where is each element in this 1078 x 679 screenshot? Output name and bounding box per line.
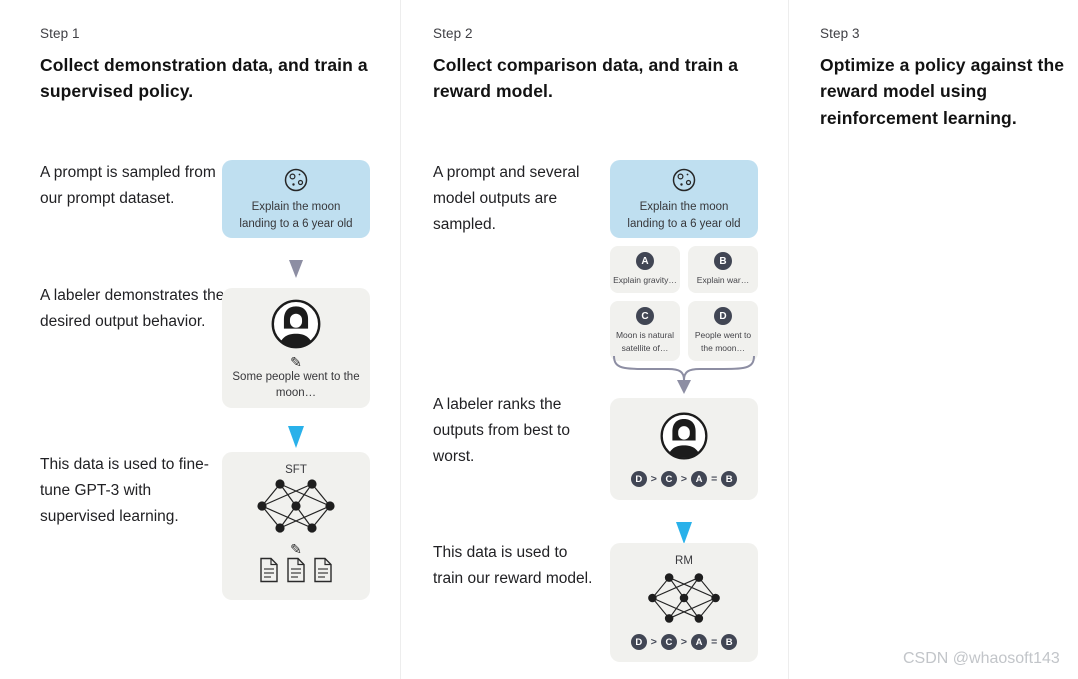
output-card-c: C Moon is natural satellite of… — [610, 301, 680, 361]
labeler-demo-box: ✎ Some people went to the moon… — [222, 288, 370, 408]
rank-badge: A — [691, 634, 708, 650]
output-card-d: D People went to the moon… — [688, 301, 758, 361]
rank-badge: C — [660, 471, 677, 487]
rank-separator: = — [711, 636, 718, 648]
output-caption: Explain gravity… — [613, 275, 677, 285]
rank-badge: B — [721, 634, 738, 650]
output-letter-badge: B — [714, 252, 732, 270]
step2-title: Collect comparison data, and train a rew… — [433, 55, 739, 102]
step3-title: Optimize a policy against the reward mod… — [820, 55, 1065, 128]
pencil-icon: ✎ — [290, 354, 302, 370]
blue-down-arrow-icon — [288, 426, 304, 453]
rank-badge: C — [660, 634, 677, 650]
step1-title: Collect demonstration data, and train a … — [40, 55, 368, 102]
column-divider — [400, 0, 401, 679]
rank-separator: > — [680, 636, 688, 648]
document-icon — [312, 557, 334, 588]
labeler-avatar-icon — [659, 411, 709, 466]
prompt-box: Explain the moon landing to a 6 year old — [222, 160, 370, 238]
output-letter-badge: A — [636, 252, 654, 270]
pencil-icon: ✎ — [290, 540, 302, 557]
step1-caption-labeler: A labeler demonstrates the desired outpu… — [40, 287, 225, 331]
demo-box-text: Some people went to the moon… — [232, 371, 360, 400]
rank-badge: B — [721, 471, 738, 487]
document-icon — [258, 557, 280, 588]
sft-label: SFT — [285, 463, 307, 476]
rank-badge: D — [630, 634, 647, 650]
sft-model-box: SFT ✎ — [222, 452, 370, 600]
output-caption: Explain war… — [696, 275, 750, 285]
rm-model-box: RM D > C > A = B — [610, 543, 758, 662]
output-letter-badge: D — [714, 307, 732, 326]
document-icon — [285, 557, 307, 588]
moon-icon — [669, 166, 699, 199]
step1-caption-finetune: This data is used to fine-tune GPT-3 wit… — [40, 456, 209, 526]
column-divider — [788, 0, 789, 679]
blue-down-arrow-icon — [676, 522, 692, 549]
output-caption: People went to the moon… — [694, 330, 752, 353]
ranking-row: D > C > A = B — [630, 471, 738, 487]
rank-separator: > — [650, 636, 657, 648]
step2-caption-sampled: A prompt and several model outputs are s… — [433, 164, 580, 234]
ranking-row: D > C > A = B — [630, 634, 738, 650]
prompt-box-text: Explain the moon landing to a 6 year old — [239, 201, 353, 230]
neural-network-icon — [254, 477, 338, 540]
output-card-a: A Explain gravity… — [610, 246, 680, 294]
watermark: CSDN @whaosoft143 — [903, 650, 1060, 667]
rank-separator: > — [680, 473, 688, 485]
gray-down-arrow-icon — [289, 260, 303, 283]
labeler-avatar-icon — [270, 298, 322, 355]
rm-label: RM — [675, 555, 693, 567]
step2-caption-train: This data is used to train our reward mo… — [433, 544, 593, 588]
step1-caption-prompt: A prompt is sampled from our prompt data… — [40, 164, 216, 208]
prompt-box-text: Explain the moon landing to a 6 year old — [627, 201, 741, 230]
step2-label: Step 2 — [433, 26, 473, 41]
output-letter-badge: C — [636, 307, 654, 326]
step3-label: Step 3 — [820, 26, 860, 41]
rank-separator: > — [650, 473, 657, 485]
step1-label: Step 1 — [40, 26, 80, 41]
moon-icon — [281, 166, 311, 199]
rank-badge: D — [630, 471, 647, 487]
neural-network-icon — [645, 571, 723, 630]
output-caption: Moon is natural satellite of… — [615, 330, 675, 353]
labeler-ranking-box: D > C > A = B — [610, 398, 758, 500]
model-outputs-grid: A Explain gravity… B Explain war… C Moon… — [610, 246, 758, 361]
output-card-b: B Explain war… — [688, 246, 758, 294]
rank-separator: = — [711, 473, 718, 485]
merge-bracket-icon — [610, 354, 758, 401]
rank-badge: A — [691, 471, 708, 487]
step2-caption-ranks: A labeler ranks the outputs from best to… — [433, 396, 570, 466]
documents-row — [258, 557, 334, 588]
prompt-box: Explain the moon landing to a 6 year old — [610, 160, 758, 238]
